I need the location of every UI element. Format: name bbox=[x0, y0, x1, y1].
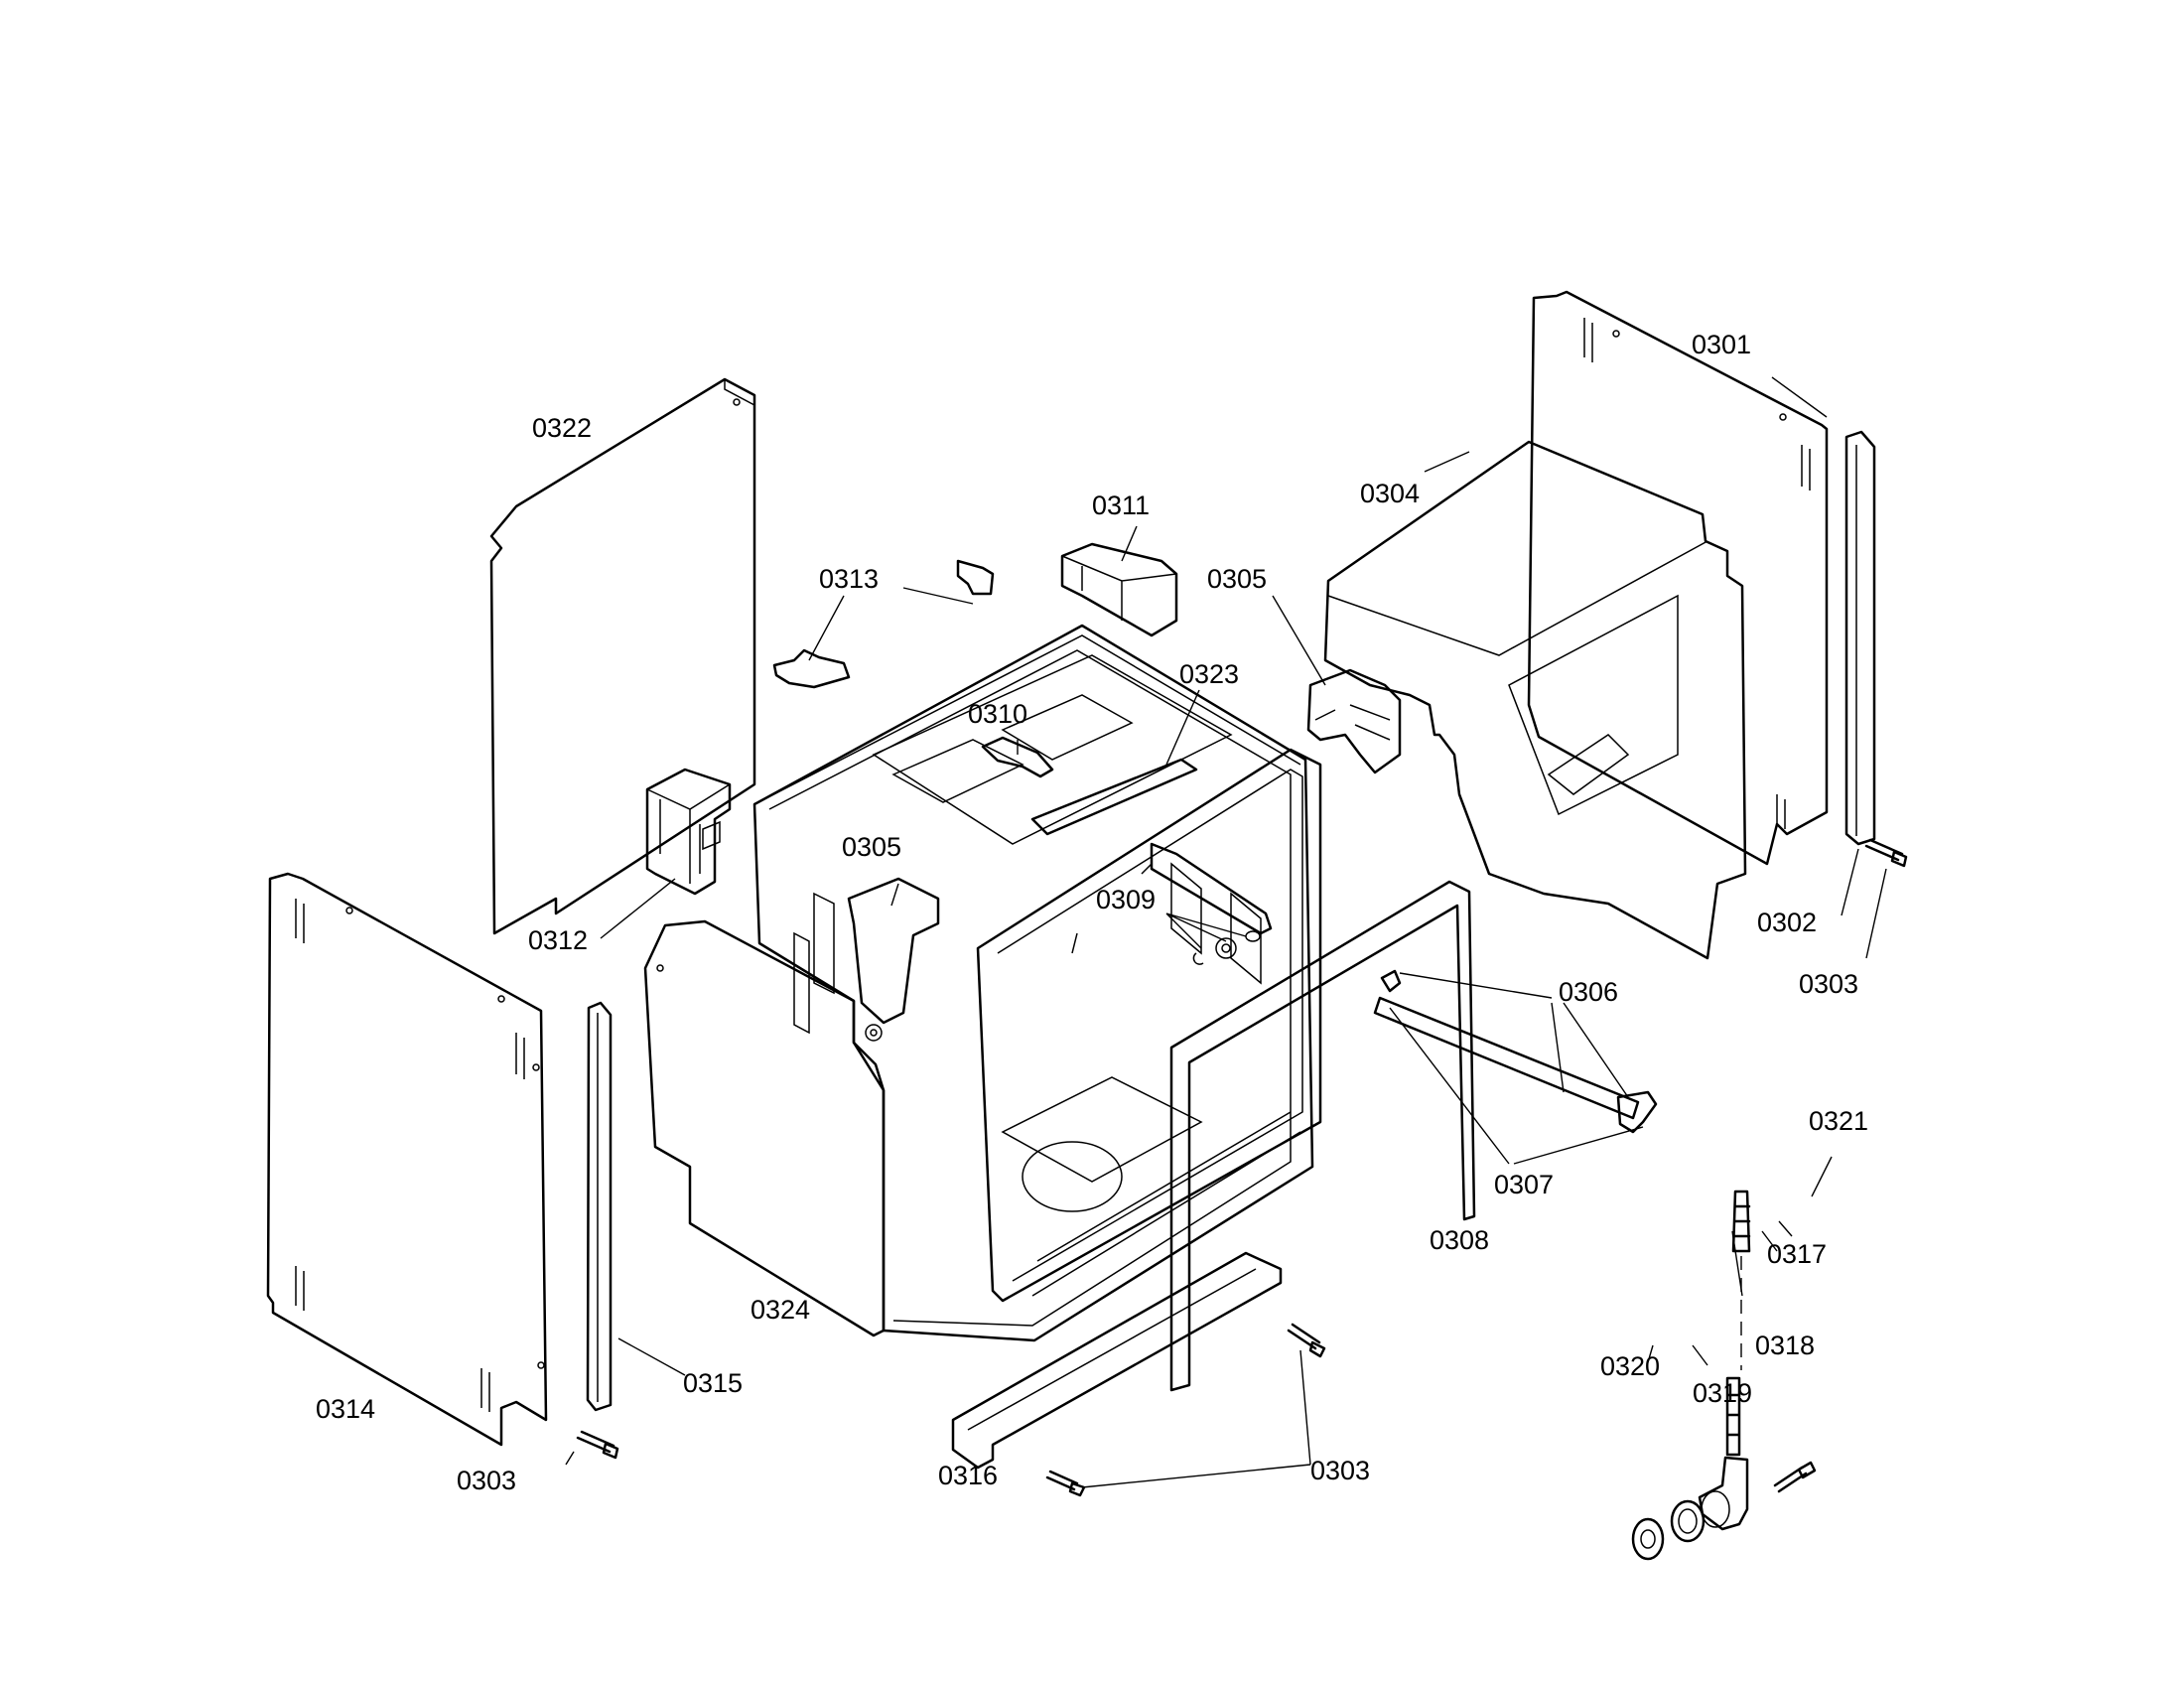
part-tub bbox=[752, 624, 1314, 1342]
part-0316-rail bbox=[951, 1251, 1283, 1470]
part-door-frame bbox=[976, 748, 1322, 1303]
part-0324-side-panel bbox=[643, 919, 886, 1337]
callout-0317: 0317 bbox=[1767, 1239, 1827, 1269]
callout-0316: 0316 bbox=[938, 1461, 998, 1490]
part-0312-bracket bbox=[645, 768, 732, 896]
callout-0312: 0312 bbox=[528, 925, 588, 955]
callout-0310: 0310 bbox=[968, 699, 1027, 729]
part-0311-bracket bbox=[1060, 542, 1178, 637]
callout-0305-upper: 0305 bbox=[1207, 564, 1267, 594]
part-0313-brackets bbox=[772, 559, 995, 689]
callout-0318: 0318 bbox=[1755, 1331, 1815, 1360]
callout-0309: 0309 bbox=[1096, 885, 1156, 914]
callout-0320: 0320 bbox=[1600, 1351, 1660, 1381]
callout-0315: 0315 bbox=[683, 1368, 743, 1398]
part-0302-side-strip bbox=[1844, 430, 1876, 846]
part-0303-screw-bottom-b bbox=[1045, 1470, 1086, 1497]
part-0322-side-panel bbox=[489, 377, 756, 935]
part-0321-screw bbox=[1773, 1461, 1817, 1493]
part-0310-clip bbox=[981, 736, 1054, 778]
part-0303-screw-bottom-a bbox=[1287, 1323, 1326, 1358]
part-0301-back-panel bbox=[1527, 290, 1829, 866]
callout-0319: 0319 bbox=[1693, 1378, 1752, 1408]
callout-0314: 0314 bbox=[316, 1394, 375, 1424]
part-0303-screw-right bbox=[1864, 838, 1908, 868]
callout-0324: 0324 bbox=[751, 1295, 810, 1325]
part-0308-frame bbox=[1169, 880, 1476, 1392]
callout-0305-lower: 0305 bbox=[842, 832, 901, 862]
part-0309-hinge bbox=[1150, 842, 1273, 965]
part-0318-elbow bbox=[1698, 1456, 1749, 1531]
callout-0301: 0301 bbox=[1692, 330, 1751, 359]
callout-0311: 0311 bbox=[1092, 491, 1150, 520]
part-0320-cap bbox=[1631, 1517, 1665, 1561]
callout-0302: 0302 bbox=[1757, 908, 1817, 937]
callout-0308: 0308 bbox=[1430, 1225, 1489, 1255]
part-0314-front-panel bbox=[266, 872, 548, 1447]
callout-0323: 0323 bbox=[1179, 659, 1239, 689]
part-0315-side-strip bbox=[586, 1001, 613, 1412]
part-0317-hose bbox=[1725, 1190, 1751, 1457]
callout-0313: 0313 bbox=[819, 564, 879, 594]
callout-0307: 0307 bbox=[1494, 1170, 1554, 1199]
part-0305-lower-bracket bbox=[847, 877, 940, 1042]
part-0319-ring bbox=[1670, 1499, 1706, 1543]
callout-0321: 0321 bbox=[1809, 1106, 1868, 1136]
callout-0306: 0306 bbox=[1559, 977, 1618, 1007]
callout-0303-right: 0303 bbox=[1799, 969, 1858, 999]
callout-0322: 0322 bbox=[532, 413, 592, 443]
part-0305-upper-bracket bbox=[1306, 668, 1402, 774]
leader-lines bbox=[565, 376, 1887, 1488]
callout-0303-left: 0303 bbox=[457, 1466, 516, 1495]
callout-0304: 0304 bbox=[1360, 479, 1420, 508]
part-0306-rod bbox=[1373, 969, 1658, 1134]
part-0303-screw-left bbox=[576, 1430, 619, 1460]
part-0323-strip bbox=[1030, 758, 1198, 836]
part-0304-top-cover bbox=[1323, 440, 1747, 960]
callout-0303-bottom: 0303 bbox=[1310, 1456, 1370, 1485]
